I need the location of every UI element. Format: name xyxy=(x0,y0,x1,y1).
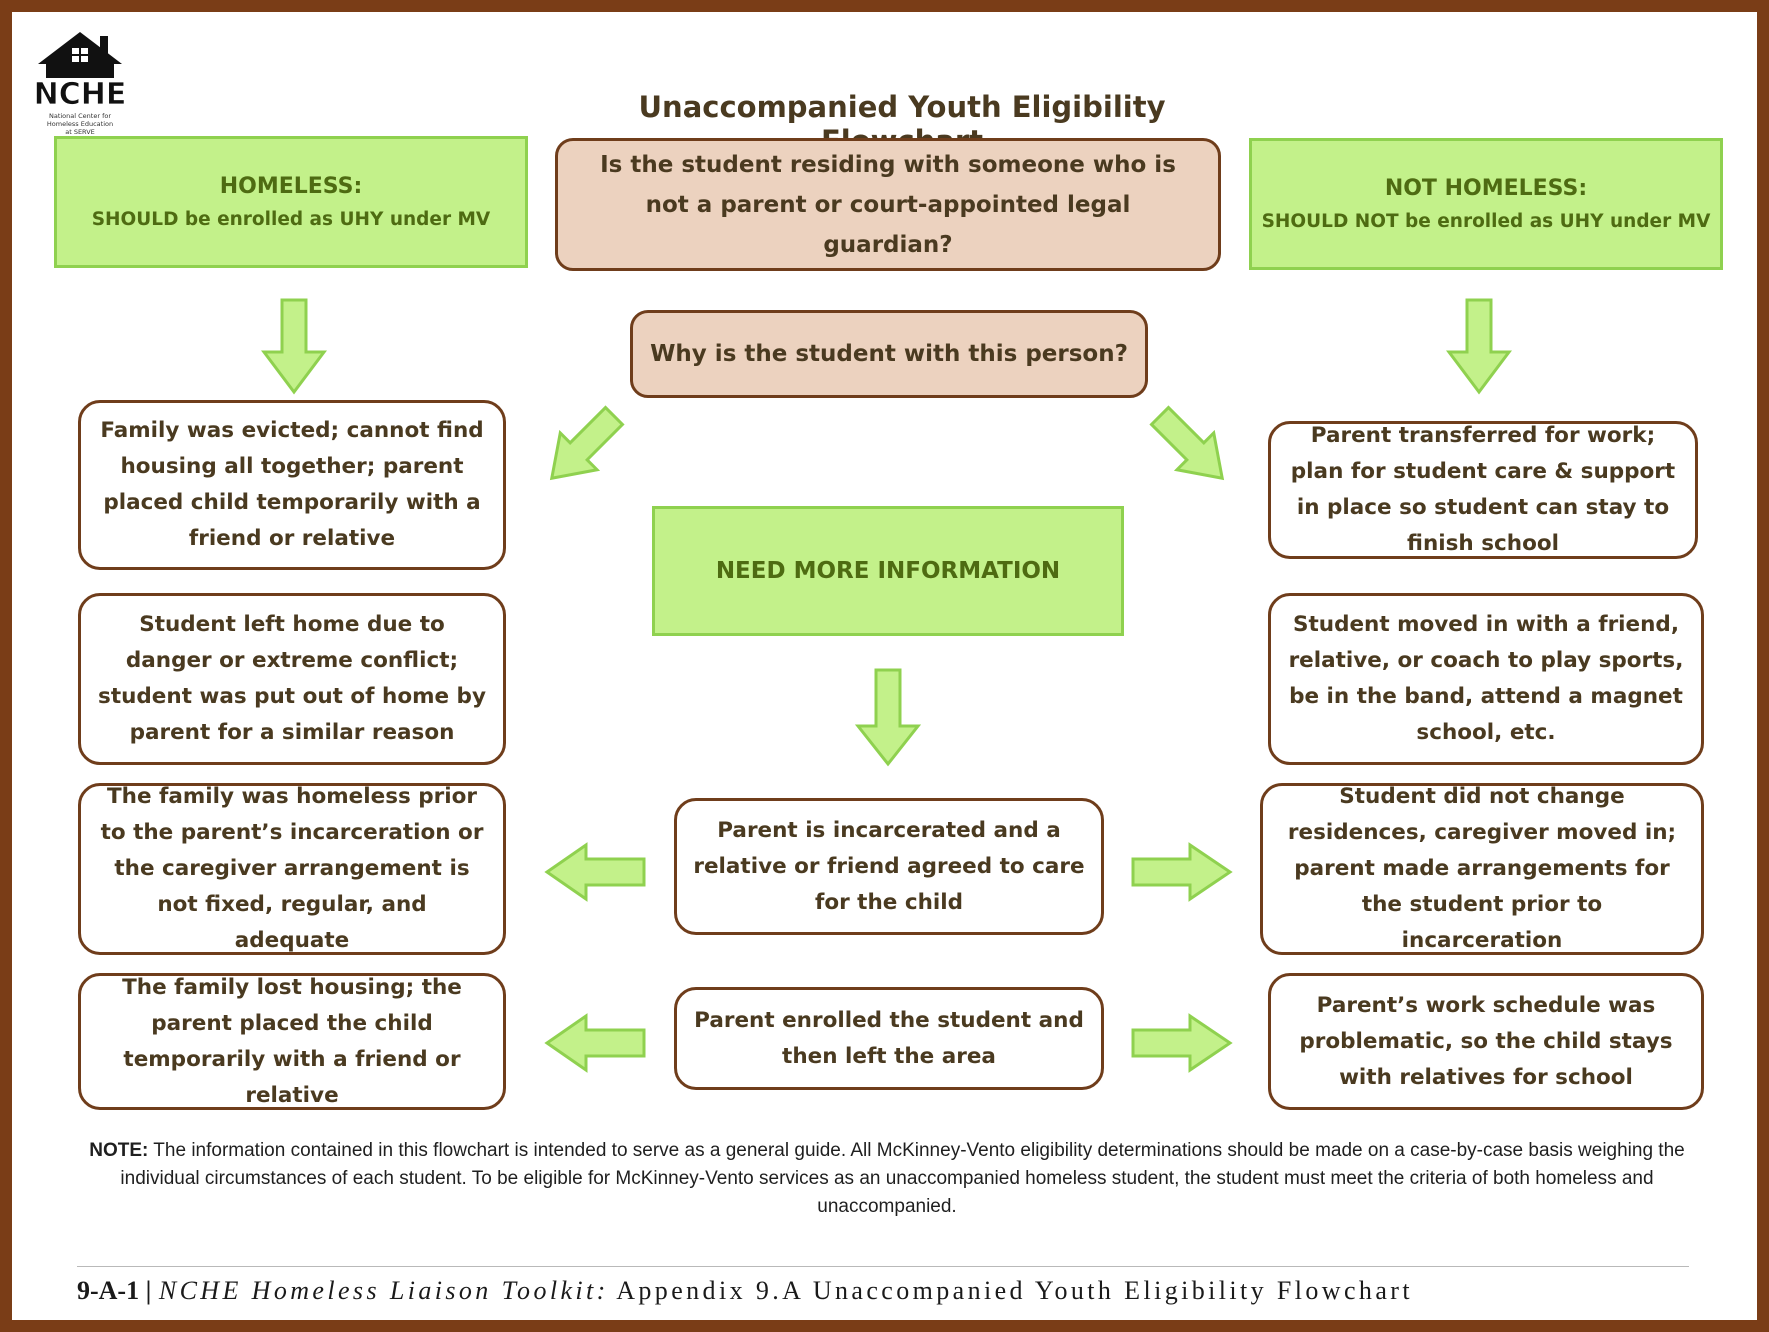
homeless-heading: HOMELESS: xyxy=(219,174,363,199)
svg-text:at SERVE: at SERVE xyxy=(65,128,95,136)
note-paragraph: NOTE: The information contained in this … xyxy=(77,1137,1697,1221)
footer-divider xyxy=(77,1266,1689,1267)
right-box-moved-in: Student moved in with a friend, relative… xyxy=(1268,593,1704,765)
homeless-box: HOMELESS: SHOULD be enrolled as UHY unde… xyxy=(54,136,528,268)
left-box-lost-housing: The family lost housing; the parent plac… xyxy=(78,973,506,1110)
center-box-enrolled-left: Parent enrolled the student and then lef… xyxy=(674,987,1104,1090)
arrow-diag-left xyxy=(549,405,625,481)
arrow-left-incarcerated xyxy=(544,842,646,902)
left-box-homeless-prior: The family was homeless prior to the par… xyxy=(78,783,506,955)
svg-text:National Center for: National Center for xyxy=(49,112,111,120)
question-why-box: Why is the student with this person? xyxy=(630,310,1148,398)
page: NCHE National Center for Homeless Educat… xyxy=(12,12,1757,1320)
need-more-info-box: NEED MORE INFORMATION xyxy=(652,506,1124,636)
homeless-subtext: SHOULD be enrolled as UHY under MV xyxy=(91,209,491,230)
right-box-transferred: Parent transferred for work; plan for st… xyxy=(1268,421,1698,559)
not-homeless-heading: NOT HOMELESS: xyxy=(1384,176,1588,201)
left-box-evicted: Family was evicted; cannot find housing … xyxy=(78,400,506,570)
nche-logo: NCHE National Center for Homeless Educat… xyxy=(30,24,136,142)
need-more-info-label: NEED MORE INFORMATION xyxy=(715,558,1061,584)
note-label: NOTE: xyxy=(89,1140,149,1161)
note-text: The information contained in this flowch… xyxy=(120,1140,1685,1217)
arrow-left-enrolled xyxy=(544,1013,646,1073)
page-footer: 9-A-1 | NCHE Homeless Liaison Toolkit: A… xyxy=(77,1276,1413,1306)
right-box-caregiver-moved-in: Student did not change residences, careg… xyxy=(1260,783,1704,955)
arrow-diag-right xyxy=(1149,405,1225,481)
footer-appendix-title: Appendix 9.A Unaccompanied Youth Eligibi… xyxy=(616,1276,1413,1305)
footer-toolkit-name: NCHE Homeless Liaison Toolkit: xyxy=(158,1276,609,1305)
footer-page-code: 9-A-1 | xyxy=(77,1276,152,1305)
arrow-right-enrolled xyxy=(1131,1013,1233,1073)
arrow-down-homeless xyxy=(261,298,327,395)
arrow-down-need-more xyxy=(854,668,922,767)
arrow-down-not-homeless xyxy=(1446,298,1512,395)
question-residing-box: Is the student residing with someone who… xyxy=(555,138,1221,271)
flow-arrows xyxy=(261,298,1512,1073)
arrow-right-incarcerated xyxy=(1131,842,1233,902)
center-box-incarcerated: Parent is incarcerated and a relative or… xyxy=(674,798,1104,935)
not-homeless-subtext: SHOULD NOT be enrolled as UHY under MV xyxy=(1261,211,1711,232)
left-box-danger: Student left home due to danger or extre… xyxy=(78,593,506,765)
right-box-work-schedule: Parent’s work schedule was problematic, … xyxy=(1268,973,1704,1110)
svg-text:Homeless Education: Homeless Education xyxy=(47,120,113,128)
not-homeless-box: NOT HOMELESS: SHOULD NOT be enrolled as … xyxy=(1249,138,1723,270)
logo-acronym: NCHE xyxy=(34,77,127,112)
